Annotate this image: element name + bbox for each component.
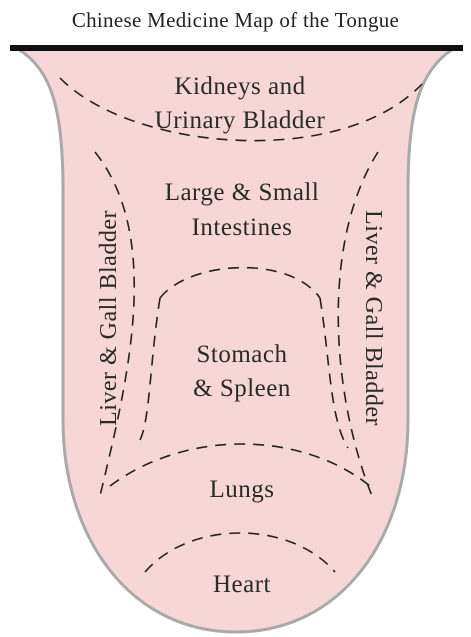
kidneys-label-line1: Kidneys and (174, 73, 305, 100)
top-bar (10, 45, 463, 51)
heart-label: Heart (213, 571, 271, 598)
liver-left-label: Liver & Gall Bladder (96, 210, 122, 426)
intestines-label-line1: Large & Small (165, 179, 320, 206)
liver-right-label: Liver & Gall Bladder (360, 210, 386, 426)
stomach-label-line1: Stomach (197, 341, 288, 368)
stomach-label-line2: & Spleen (193, 375, 291, 402)
intestines-label-line2: Intestines (192, 214, 293, 241)
kidneys-label-line2: Urinary Bladder (155, 107, 326, 134)
lungs-label: Lungs (210, 476, 275, 503)
